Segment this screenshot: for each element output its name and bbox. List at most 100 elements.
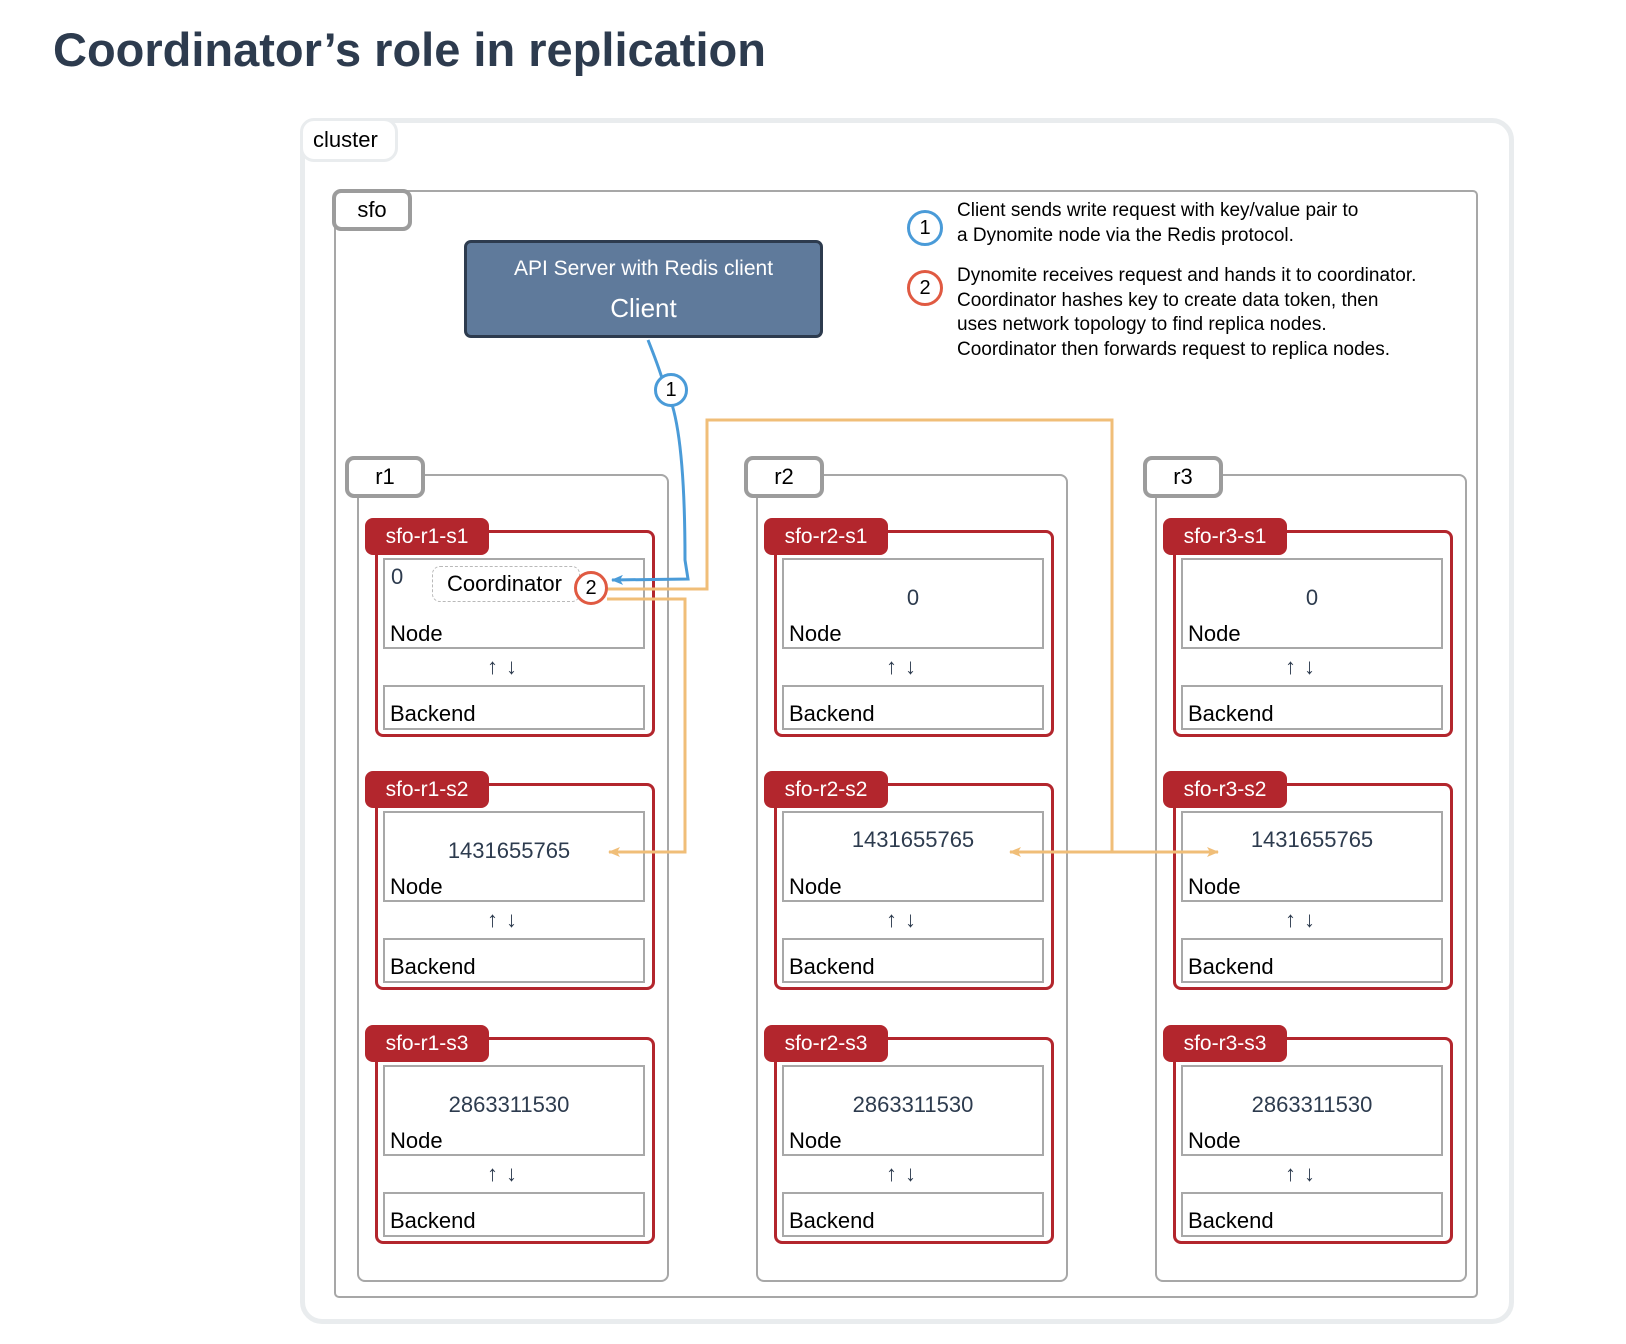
node-label: Node (789, 874, 842, 899)
backend-label: Backend (390, 1208, 476, 1233)
legend-line: a Dynomite node via the Redis protocol. (957, 224, 1294, 246)
up-down-arrows-icon: ↑↓ (1285, 654, 1323, 679)
coordinator-label: Coordinator (432, 566, 580, 602)
backend-label: Backend (390, 954, 476, 979)
rack-boundary (756, 474, 1068, 1282)
server-box (375, 783, 655, 990)
legend-line: Coordinator then forwards request to rep… (957, 338, 1391, 360)
node-box (383, 1065, 645, 1156)
step-2-marker: 2 (574, 571, 608, 605)
rack-boundary (357, 474, 669, 1282)
page-title: Coordinator’s role in replication (53, 23, 766, 76)
node-token: 2863311530 (1251, 1092, 1373, 1117)
backend-label: Backend (1188, 701, 1274, 726)
server-box (774, 530, 1054, 737)
up-down-arrows-icon: ↑↓ (487, 907, 525, 932)
server-box (1173, 783, 1453, 990)
client-subtitle: API Server with Redis client (513, 257, 774, 280)
node-box (1181, 811, 1443, 902)
backend-label: Backend (789, 701, 875, 726)
legend-step-2-number: 2 (919, 277, 931, 299)
rack-label: r2 (744, 456, 824, 498)
backend-label: Backend (390, 701, 476, 726)
replication-wire-r2-r3 (607, 418, 1114, 852)
backend-box (782, 1192, 1044, 1237)
backend-label: Backend (789, 1208, 875, 1233)
server-label: sfo-r3-s3 (1163, 1025, 1287, 1062)
node-label: Node (390, 1128, 443, 1153)
legend-step-2-marker: 2 (907, 270, 943, 306)
region-boundary-sfo (334, 190, 1478, 1298)
up-down-arrows-icon: ↑↓ (886, 907, 924, 932)
up-down-arrows-icon: ↑↓ (886, 1161, 924, 1186)
node-box (383, 811, 645, 902)
node-label: Node (1188, 621, 1241, 646)
server-label: sfo-r3-s1 (1163, 518, 1287, 555)
node-token: 0 (906, 585, 920, 610)
legend-line: Client sends write request with key/valu… (957, 200, 1359, 221)
rack-label: r3 (1143, 456, 1223, 498)
backend-box (782, 685, 1044, 730)
client-title: Client (610, 293, 677, 323)
legend-line: Dynomite receives request and hands it t… (957, 265, 1417, 286)
cluster-boundary (300, 118, 1514, 1324)
node-label: Node (390, 621, 443, 646)
server-box (375, 1037, 655, 1244)
server-label: sfo-r1-s2 (365, 771, 489, 808)
server-label: sfo-r2-s1 (764, 518, 888, 555)
up-down-arrows-icon: ↑↓ (487, 654, 525, 679)
cluster-label: cluster (300, 118, 398, 162)
backend-box (383, 685, 645, 730)
node-token: 1431655765 (851, 827, 975, 852)
node-box (1181, 1065, 1443, 1156)
node-box (782, 1065, 1044, 1156)
server-box (1173, 530, 1453, 737)
node-token: 2863311530 (448, 1092, 570, 1117)
node-box (1181, 558, 1443, 649)
backend-box (1181, 1192, 1443, 1237)
backend-label: Backend (1188, 1208, 1274, 1233)
server-box (375, 530, 655, 737)
legend-step-1-marker: 1 (907, 210, 943, 246)
up-down-arrows-icon: ↑↓ (886, 654, 924, 679)
node-token: 0 (1305, 585, 1319, 610)
server-label: sfo-r3-s2 (1163, 771, 1287, 808)
node-token: 1431655765 (1250, 827, 1374, 852)
client-box: API Server with Redis client Client (464, 240, 823, 338)
node-box (782, 558, 1044, 649)
server-label: sfo-r2-s3 (764, 1025, 888, 1062)
backend-box (383, 1192, 645, 1237)
replication-wire-r1 (607, 597, 687, 857)
node-label: Node (789, 621, 842, 646)
node-label: Node (390, 874, 443, 899)
node-label: Node (1188, 1128, 1241, 1153)
node-token: 1431655765 (447, 838, 571, 863)
node-label: Node (1188, 874, 1241, 899)
node-token: 0 (391, 564, 404, 589)
rack-boundary (1155, 474, 1467, 1282)
server-box (774, 1037, 1054, 1244)
legend-line: uses network topology to find replica no… (957, 314, 1327, 335)
backend-box (1181, 685, 1443, 730)
legend-step-1-number: 1 (919, 217, 931, 239)
region-label-sfo: sfo (332, 189, 412, 231)
backend-box (383, 938, 645, 983)
backend-label: Backend (1188, 954, 1274, 979)
backend-box (1181, 938, 1443, 983)
legend-step-1-text: Client sends write request with key/valu… (957, 199, 1358, 248)
step-2-number: 2 (585, 577, 597, 599)
up-down-arrows-icon: ↑↓ (487, 1161, 525, 1186)
rack-label: r1 (345, 456, 425, 498)
server-box (1173, 1037, 1453, 1244)
server-label: sfo-r1-s1 (365, 518, 489, 555)
server-label: sfo-r2-s2 (764, 771, 888, 808)
up-down-arrows-icon: ↑↓ (1285, 1161, 1323, 1186)
backend-box (782, 938, 1044, 983)
node-box (782, 811, 1044, 902)
step-1-marker: 1 (654, 373, 688, 407)
legend-step-2-text: Dynomite receives request and hands it t… (957, 264, 1416, 362)
server-box (774, 783, 1054, 990)
step-1-number: 1 (665, 379, 677, 401)
backend-label: Backend (789, 954, 875, 979)
